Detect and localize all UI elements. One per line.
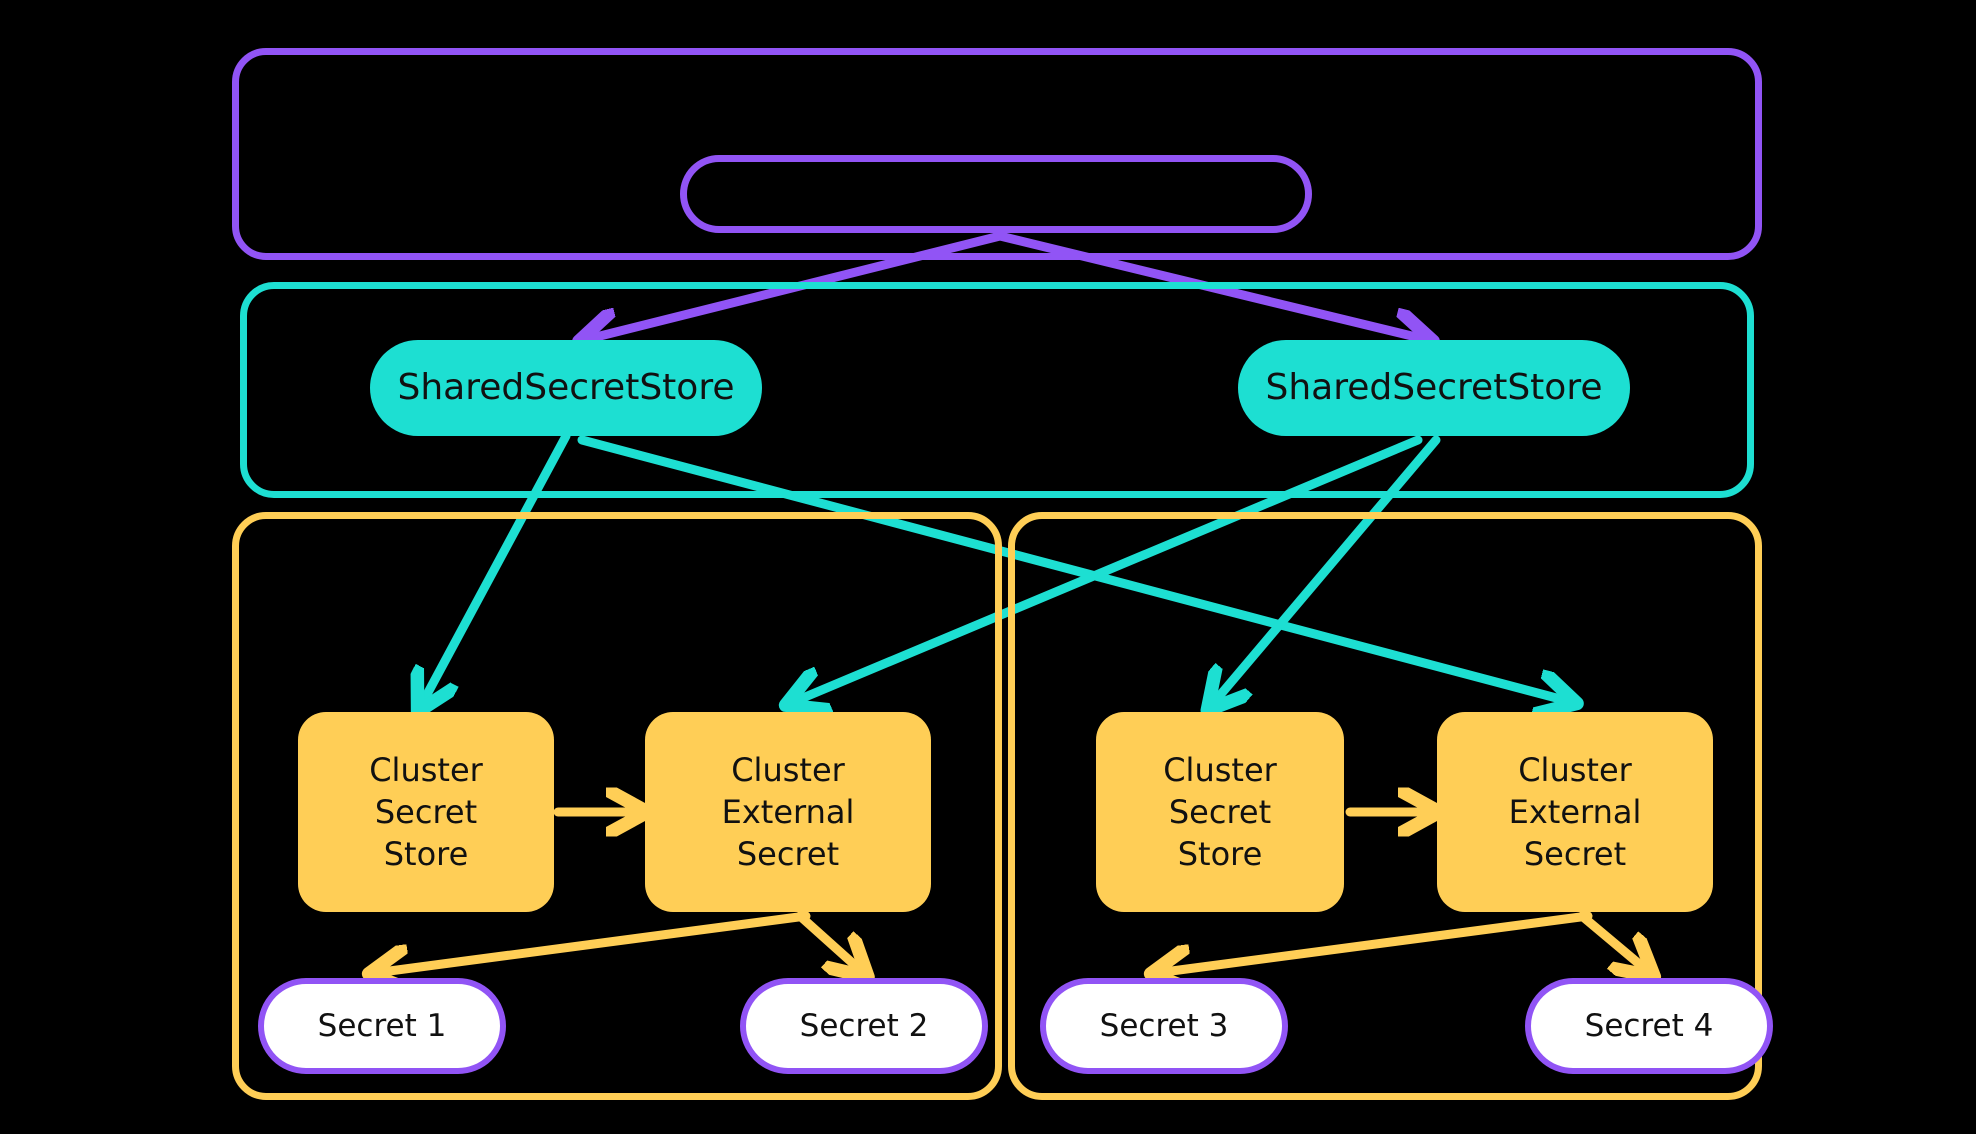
secret-4[interactable]: Secret 4 [1525, 978, 1773, 1074]
secret-2[interactable]: Secret 2 [740, 978, 988, 1074]
cluster-external-secret-left[interactable]: Cluster External Secret [645, 712, 931, 912]
cluster-secret-store-left[interactable]: Cluster Secret Store [298, 712, 554, 912]
container-shared-scope [240, 282, 1754, 498]
secret-1[interactable]: Secret 1 [258, 978, 506, 1074]
top-scope-pill[interactable] [680, 155, 1312, 233]
shared-secret-store-right[interactable]: SharedSecretStore [1238, 340, 1630, 436]
secret-3[interactable]: Secret 3 [1040, 978, 1288, 1074]
container-cluster-scope [232, 48, 1762, 260]
container-namespace-right [1008, 512, 1762, 1100]
shared-secret-store-left[interactable]: SharedSecretStore [370, 340, 762, 436]
cluster-external-secret-right[interactable]: Cluster External Secret [1437, 712, 1713, 912]
cluster-secret-store-right[interactable]: Cluster Secret Store [1096, 712, 1344, 912]
container-namespace-left [232, 512, 1002, 1100]
